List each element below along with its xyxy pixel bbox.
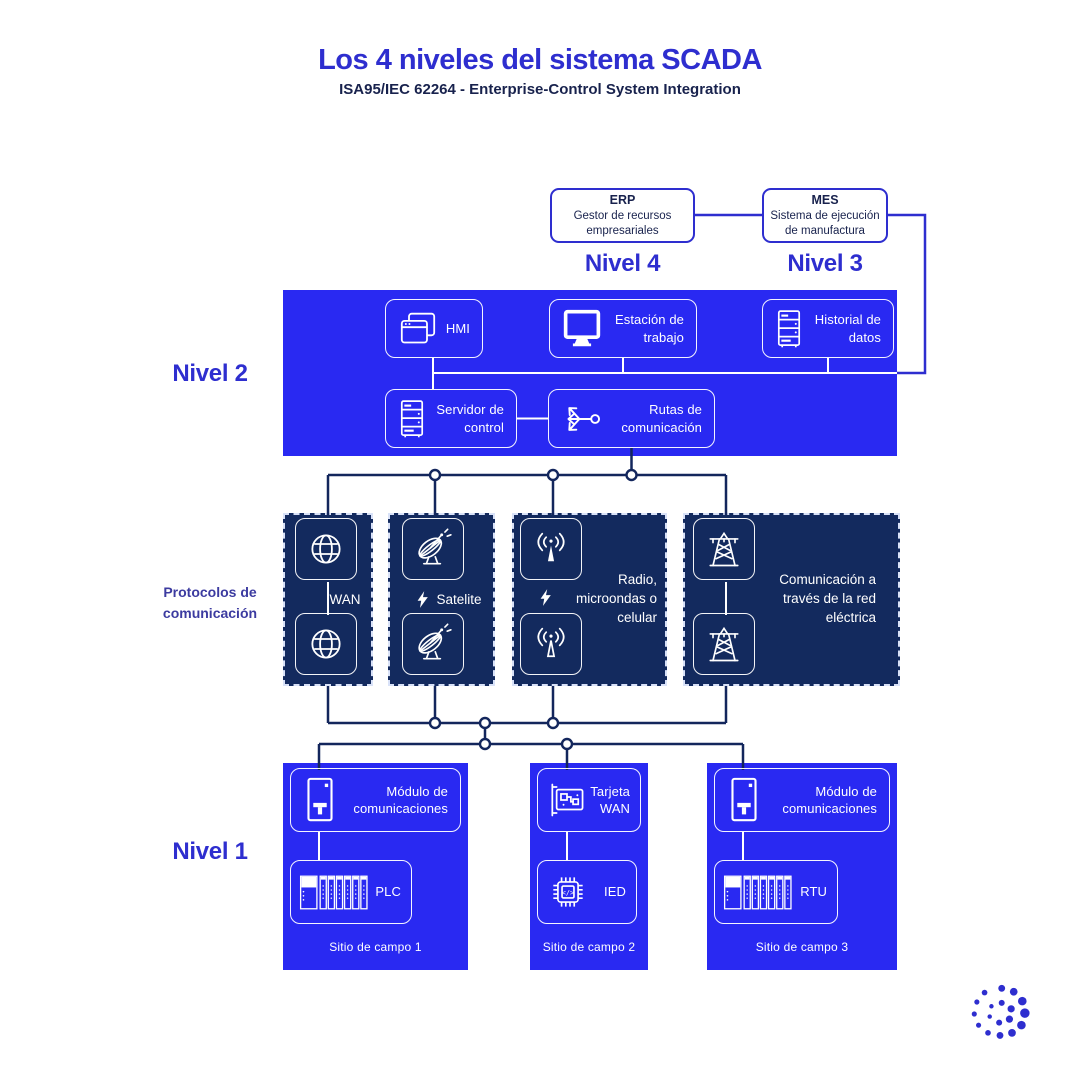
level1-label: Nivel 1 bbox=[172, 838, 248, 865]
antenna-icon bbox=[520, 613, 582, 675]
erp-title: ERP bbox=[609, 192, 636, 207]
server-icon bbox=[772, 309, 806, 349]
erp-box: ERP Gestor de recursos empresariales bbox=[550, 188, 695, 243]
satellite-dish-icon bbox=[402, 613, 464, 675]
plc-rack-icon bbox=[299, 871, 369, 914]
page-title: Los 4 niveles del sistema SCADA bbox=[318, 44, 762, 76]
workstation-label: Estación de trabajo bbox=[614, 312, 684, 345]
control-server-label: Servidor de control bbox=[436, 402, 504, 435]
page-subtitle: ISA95/IEC 62264 - Enterprise-Control Sys… bbox=[339, 81, 741, 98]
globe-icon bbox=[295, 613, 357, 675]
mes-title: MES bbox=[811, 192, 839, 207]
globe-icon bbox=[295, 518, 357, 580]
site3-rtu-node: RTU bbox=[714, 860, 838, 924]
radio-label: Radio, microondas o celular bbox=[575, 572, 657, 625]
protocols-label: Protocolos de comunicación bbox=[162, 584, 258, 621]
satellite-dish-icon bbox=[402, 518, 464, 580]
workstation-node: Estación de trabajo bbox=[549, 299, 697, 358]
mes-desc: Sistema de ejecución de manufactura bbox=[770, 209, 880, 237]
site1-comm-module-node: Módulo de comunicaciones bbox=[290, 768, 461, 832]
site3-rtu-label: RTU bbox=[800, 884, 827, 900]
bolt-icon bbox=[540, 589, 552, 606]
routes-node: Rutas de comunicación bbox=[548, 389, 715, 448]
level3-label: Nivel 3 bbox=[787, 250, 863, 277]
erp-desc: Gestor de recursos empresariales bbox=[573, 209, 672, 237]
site3-comm-module-node: Módulo de comunicaciones bbox=[714, 768, 890, 832]
site3-panel bbox=[707, 763, 897, 970]
chip-glyph: </> bbox=[562, 889, 574, 897]
historian-node: Historial de datos bbox=[762, 299, 894, 358]
comm-module-icon bbox=[303, 776, 337, 824]
chip-icon: </> bbox=[546, 870, 590, 914]
power-tower-icon bbox=[693, 518, 755, 580]
site1-plc-node: PLC bbox=[290, 860, 412, 924]
site1-plc-label: PLC bbox=[375, 884, 401, 900]
satellite-label-row: Satelite bbox=[406, 583, 493, 616]
satellite-label: Satelite bbox=[436, 592, 482, 607]
level4-label: Nivel 4 bbox=[584, 250, 661, 277]
level2-label: Nivel 2 bbox=[172, 360, 248, 387]
bolt-icon bbox=[417, 591, 429, 608]
routes-label: Rutas de comunicación bbox=[621, 402, 702, 435]
site1-panel bbox=[283, 763, 468, 970]
wan-label: WAN bbox=[329, 592, 361, 607]
protocol-wan-content: WAN bbox=[283, 513, 373, 686]
control-server-node: Servidor de control bbox=[385, 389, 517, 448]
protocol-satellite-content: Satelite bbox=[388, 513, 495, 686]
hmi-label: HMI bbox=[445, 320, 470, 336]
windows-icon bbox=[398, 311, 438, 347]
antenna-icon bbox=[520, 518, 582, 580]
site2-ied-label: IED bbox=[604, 884, 626, 900]
historian-label: Historial de datos bbox=[814, 312, 881, 345]
protocol-powerline-content: Comunicación a través de la red eléctric… bbox=[683, 513, 900, 686]
comm-module-icon bbox=[727, 776, 761, 824]
site1-comm-module-label: Módulo de comunicaciones bbox=[353, 783, 448, 816]
protocol-radio-content: Radio, microondas o celular bbox=[512, 513, 667, 686]
nic-card-icon bbox=[546, 781, 588, 819]
hmi-node: HMI bbox=[385, 299, 483, 358]
powerline-label: Comunicación a través de la red eléctric… bbox=[779, 572, 876, 625]
site2-wan-card-label: Tarjeta WAN bbox=[590, 783, 630, 816]
plc-rack-icon bbox=[723, 871, 793, 914]
site2-wan-card-node: Tarjeta WAN bbox=[537, 768, 641, 832]
site3-comm-module-label: Módulo de comunicaciones bbox=[782, 783, 877, 816]
site2-ied-node: </> IED bbox=[537, 860, 637, 924]
dot-sphere-logo bbox=[952, 966, 1048, 1067]
power-tower-icon bbox=[693, 613, 755, 675]
monitor-icon bbox=[560, 309, 604, 349]
mes-box: MES Sistema de ejecución de manufactura bbox=[762, 188, 888, 243]
server-icon bbox=[395, 399, 429, 439]
routes-icon bbox=[561, 398, 603, 440]
